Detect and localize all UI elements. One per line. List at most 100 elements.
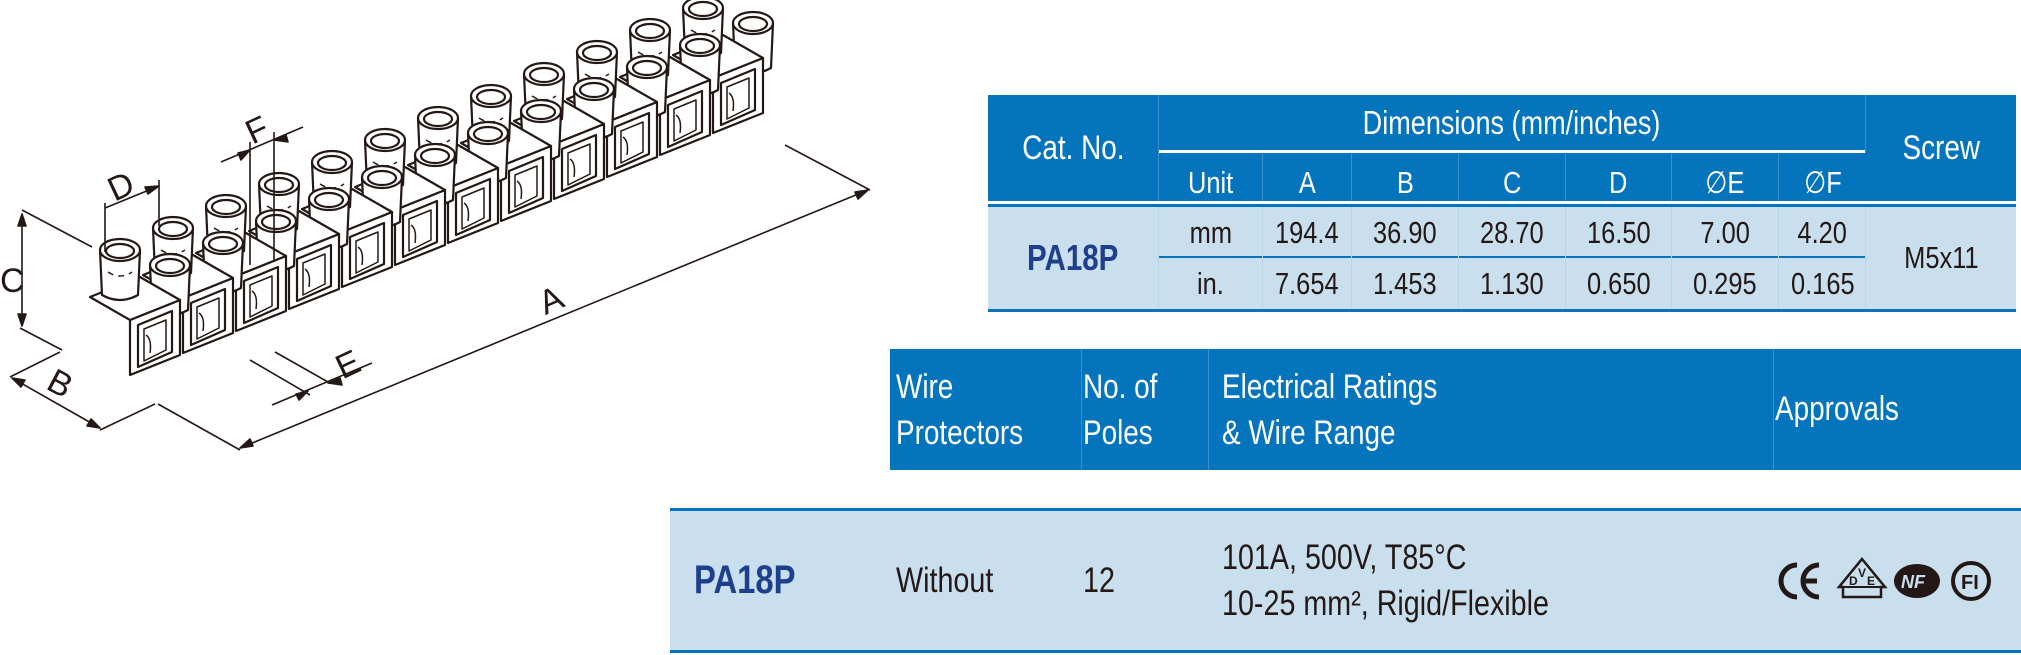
top-rule [670, 508, 2021, 511]
divider [1778, 207, 1779, 258]
header-wire-protectors-text: Wire Protectors [896, 364, 1051, 456]
dimension-value: 28.70 [1480, 214, 1544, 250]
unit-mm: mm [1159, 207, 1262, 258]
subheader-d: D [1566, 153, 1671, 201]
svg-text:D: D [1849, 574, 1858, 588]
header-dimensions: Dimensions (mm/inches) [1159, 95, 1865, 151]
row-divider [1158, 256, 1866, 258]
subheader-label: D [1609, 165, 1628, 200]
divider [1351, 207, 1352, 258]
divider [1865, 207, 1866, 309]
svg-text:FI: FI [1961, 572, 1979, 594]
header-line: Poles [1083, 413, 1153, 452]
dimension-value: 1.130 [1480, 265, 1544, 301]
value-mm-1: 36.90 [1352, 207, 1458, 258]
approvals-marks: D V E NF FI [1778, 556, 1991, 601]
header-dimensions-label: Dimensions (mm/inches) [1363, 104, 1661, 141]
bottom-rule [670, 650, 2021, 653]
subheader-unit: Unit [1159, 153, 1262, 201]
subheader-b: B [1352, 153, 1458, 201]
value-in-1: 1.453 [1352, 258, 1458, 309]
no-of-poles-value: 12 [1083, 511, 1208, 650]
value-mm-2: 28.70 [1459, 207, 1565, 258]
divider [1778, 153, 1779, 201]
value-mm-5: 4.20 [1779, 207, 1866, 258]
divider [1081, 349, 1082, 470]
divider [1671, 153, 1672, 201]
dimension-value: 4.20 [1797, 214, 1848, 250]
cat-no-value: PA18P [1027, 237, 1119, 278]
header-line: No. of [1083, 367, 1158, 406]
divider [1351, 258, 1352, 309]
ratings-table-body [670, 508, 2021, 653]
header-approvals-label: Approvals [1775, 390, 1899, 428]
dimension-label-b: B [41, 362, 79, 406]
electrical-ratings-text: 101A, 500V, T85°C 10-25 mm², Rigid/Flexi… [1222, 535, 1621, 627]
divider [1778, 258, 1779, 309]
electrical-line-1: 101A, 500V, T85°C [1222, 537, 1467, 577]
header-line: Electrical Ratings [1222, 367, 1438, 406]
dimension-value: 0.295 [1693, 265, 1757, 301]
electrical-ratings-value: 101A, 500V, T85°C 10-25 mm², Rigid/Flexi… [1222, 511, 1722, 650]
divider [1671, 258, 1672, 309]
subheader-e: ∅E [1672, 153, 1778, 201]
dimension-value: 7.00 [1700, 214, 1750, 250]
divider [1458, 207, 1459, 258]
dimensions-table-body [988, 204, 2016, 312]
divider [1208, 349, 1209, 470]
subheader-label: C [1502, 165, 1522, 200]
dimension-value: 7.654 [1275, 265, 1339, 301]
terminal-block-body [88, 0, 775, 377]
subheader-label: ∅F [1803, 165, 1842, 200]
value-mm-4: 7.00 [1672, 207, 1778, 258]
divider [1262, 207, 1263, 258]
wire-protectors-text: Without [896, 560, 994, 600]
dimension-value: 194.4 [1275, 214, 1339, 250]
header-electrical: Electrical Ratings & Wire Range [1222, 349, 1712, 470]
header-approvals: Approvals [1775, 349, 2021, 470]
divider [1773, 349, 1774, 470]
header-wire-protectors: Wire Protectors [896, 349, 1081, 470]
svg-text:NF: NF [1901, 572, 1926, 592]
dimension-value: 16.50 [1586, 214, 1651, 250]
no-of-poles-text: 12 [1083, 560, 1115, 600]
approvals-icons: D V E NF FI [1775, 511, 2021, 650]
dimension-value: 0.165 [1790, 265, 1855, 301]
divider [1565, 207, 1566, 258]
dimensions-screw: M5x11 [1866, 207, 2016, 309]
value-in-0: 7.654 [1263, 258, 1351, 309]
dimension-label-c: C [0, 262, 25, 300]
svg-text:V: V [1858, 566, 1866, 580]
value-in-2: 1.130 [1459, 258, 1565, 309]
fi-mark-icon: FI [1951, 560, 1991, 601]
subheader-f: ∅F [1779, 153, 1866, 201]
divider [1458, 258, 1459, 309]
terminal-pole [88, 237, 192, 377]
unit-label: in. [1197, 265, 1224, 301]
dimension-label-f: F [240, 109, 275, 152]
subheader-unit-label: Unit [1187, 165, 1234, 200]
header-line: Wire [896, 367, 954, 406]
divider [1565, 153, 1566, 201]
header-no-of-poles-text: No. of Poles [1083, 364, 1174, 456]
terminal-block-drawing: C B A D F E [0, 0, 871, 451]
header-line: Protectors [896, 413, 1024, 452]
nf-mark-icon: NF [1894, 563, 1940, 598]
divider [1262, 258, 1263, 309]
value-mm-3: 16.50 [1566, 207, 1671, 258]
divider [1565, 258, 1566, 309]
divider [1671, 207, 1672, 258]
value-mm-0: 194.4 [1263, 207, 1351, 258]
divider [1262, 153, 1263, 201]
dimension-value: 0.650 [1586, 265, 1651, 301]
divider [1458, 153, 1459, 201]
cat-no-value: PA18P [694, 558, 796, 602]
vde-mark-icon: D V E [1836, 556, 1888, 598]
ce-mark-icon [1778, 562, 1820, 599]
subheader-a: A [1263, 153, 1351, 201]
header-cat-no-label: Cat. No. [1021, 128, 1125, 167]
unit-label: mm [1189, 214, 1232, 250]
dimension-label-a: A [533, 278, 569, 322]
screw-value: M5x11 [1903, 240, 1979, 275]
header-cat-no: Cat. No. [988, 95, 1158, 201]
